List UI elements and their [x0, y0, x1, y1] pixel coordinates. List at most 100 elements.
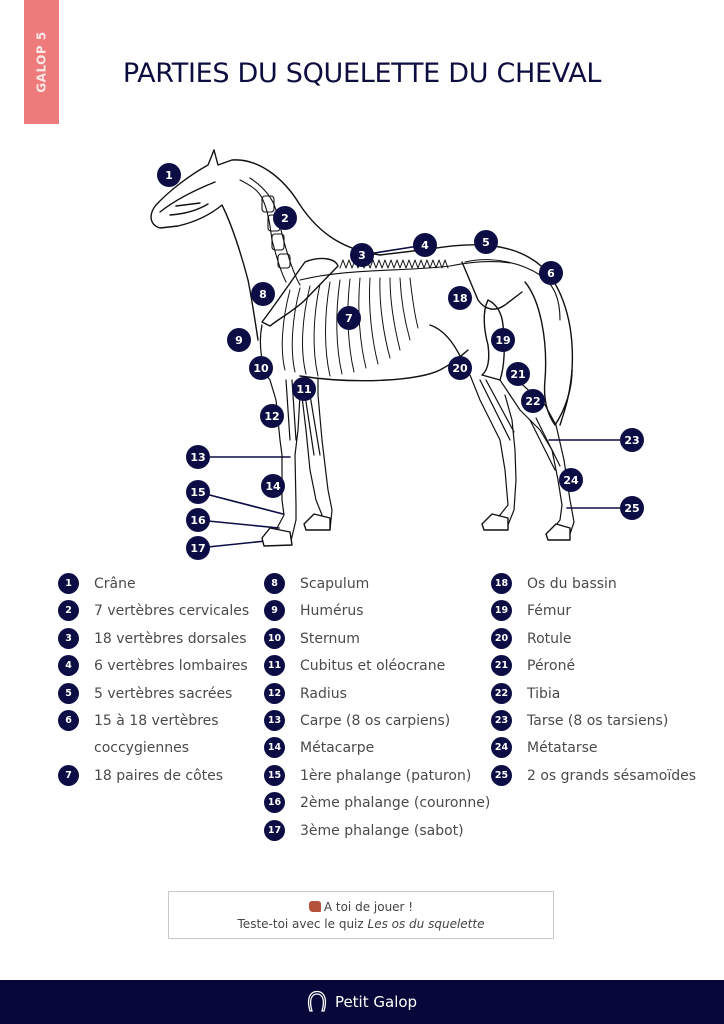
marker-7: 7 [337, 306, 361, 330]
legend-label: Os du bassin [527, 576, 617, 592]
quiz-heading-text: A toi de jouer ! [323, 899, 414, 914]
legend-label: Tibia [527, 685, 561, 702]
legend-number-badge: 3 [58, 627, 79, 649]
legend-item: 11 Cubitus et oléocrane [264, 653, 490, 680]
marker-16: 16 [186, 508, 210, 532]
legend-item: 7 18 paires de côtes [58, 763, 249, 790]
legend-number-badge: 5 [58, 682, 79, 704]
legend-item: 14 Métacarpe [264, 735, 490, 762]
brand-name: Petit Galop [334, 993, 418, 1011]
marker-17: 17 [186, 536, 210, 560]
legend-item: 2 7 vertèbres cervicales [58, 598, 249, 625]
legend-item: 24 Métatarse [491, 735, 696, 762]
legend-label: Radius [300, 685, 347, 702]
horse-skeleton-illustration [150, 149, 633, 549]
quiz-subtext: Teste-toi avec le quiz Les os du squelet… [169, 917, 553, 931]
legend-item: 9 Humérus [264, 598, 490, 625]
legend-item: 21 Péroné [491, 653, 696, 680]
footer-bar: Petit Galop [0, 980, 724, 1024]
legend-number-badge: 1 [58, 573, 79, 594]
marker-4: 4 [413, 233, 437, 257]
page-title: PARTIES DU SQUELETTE DU CHEVAL [122, 58, 602, 90]
legend-number-badge: 19 [491, 600, 512, 622]
legend-number-badge: 15 [264, 764, 285, 786]
legend-number-badge: 9 [264, 600, 285, 622]
marker-10: 10 [249, 356, 273, 380]
marker-8: 8 [251, 282, 275, 306]
legend-label: Métacarpe [300, 740, 375, 757]
legend-number-badge: 14 [264, 737, 285, 759]
legend-number-badge: 21 [491, 655, 512, 677]
marker-25: 25 [620, 496, 644, 520]
legend-item: 8 Scapulum [264, 571, 490, 598]
legend-number-badge: 2 [58, 600, 79, 622]
legend-item: 1 Crâne [58, 571, 249, 598]
legend-number-badge: 25 [491, 764, 512, 786]
legend-number-badge: 16 [264, 792, 285, 814]
legend-label: 7 vertèbres cervicales [94, 603, 250, 620]
legend-label: 18 vertèbres dorsales [94, 630, 247, 647]
legend-label: Carpe (8 os carpiens) [300, 712, 451, 729]
marker-5: 5 [474, 230, 498, 254]
legend-label: Tarse (8 os tarsiens) [527, 712, 669, 729]
marker-21: 21 [506, 362, 530, 386]
quiz-subtext-prefix: Teste-toi avec le quiz [237, 916, 368, 931]
galop-level-tab: GALOP 5 [24, 0, 59, 124]
legend-label: Crâne [94, 576, 136, 592]
marker-6: 6 [539, 261, 563, 285]
legend-item: 10 Sternum [264, 626, 490, 653]
legend-number-badge: 12 [264, 682, 285, 704]
legend-label: 6 vertèbres lombaires [94, 658, 248, 675]
marker-3: 3 [350, 243, 374, 267]
quiz-callout-box[interactable]: A toi de jouer ! Teste-toi avec le quiz … [168, 891, 554, 939]
legend-number-badge: 4 [58, 655, 79, 677]
marker-12: 12 [260, 404, 284, 428]
marker-15: 15 [186, 480, 210, 504]
legend-item: 3 18 vertèbres dorsales [58, 626, 249, 653]
quiz-link[interactable]: Les os du squelette [367, 916, 485, 931]
legend-number-badge: 23 [491, 709, 512, 731]
legend-label: Métatarse [527, 740, 598, 757]
legend-label: Humérus [300, 603, 364, 620]
legend-label: 18 paires de côtes [94, 767, 224, 784]
legend-label: 2 os grands sésamoïdes [527, 767, 697, 784]
legend-number-badge: 10 [264, 627, 285, 649]
legend-number-badge: 7 [58, 764, 79, 786]
legend-label: 3ème phalange (sabot) [300, 822, 464, 839]
legend-label: 1ère phalange (paturon) [300, 767, 472, 784]
legend-label: Cubitus et oléocrane [300, 658, 446, 675]
legend-number-badge: 8 [264, 573, 285, 594]
legend-number-badge: 24 [491, 737, 512, 759]
legend-label: Péroné [527, 658, 576, 675]
legend-item: 23 Tarse (8 os tarsiens) [491, 708, 696, 735]
marker-20: 20 [448, 356, 472, 380]
marker-11: 11 [292, 377, 316, 401]
marker-18: 18 [448, 286, 472, 310]
riding-boot-icon [308, 900, 321, 912]
legend-number-badge: 13 [264, 709, 285, 731]
marker-23: 23 [620, 428, 644, 452]
legend-number-badge: 17 [264, 819, 285, 841]
legend-item: 13 Carpe (8 os carpiens) [264, 708, 490, 735]
legend-number-badge: 11 [264, 655, 285, 677]
legend-item: 25 2 os grands sésamoïdes [491, 763, 696, 790]
legend-item: 15 1ère phalange (paturon) [264, 763, 490, 790]
marker-2: 2 [273, 206, 297, 230]
marker-22: 22 [521, 389, 545, 413]
marker-13: 13 [186, 445, 210, 469]
legend-label: Fémur [527, 603, 572, 620]
legend-label: 15 à 18 vertèbres coccygiennes [94, 712, 219, 757]
legend-label: Sternum [300, 630, 360, 647]
marker-1: 1 [157, 163, 181, 187]
horse-skeleton-diagram: 1 2 3 4 5 6 7 8 9 10 11 12 13 14 15 16 1… [0, 130, 724, 570]
legend-label: Scapulum [300, 576, 370, 592]
marker-24: 24 [559, 468, 583, 492]
legend-number-badge: 20 [491, 627, 512, 649]
